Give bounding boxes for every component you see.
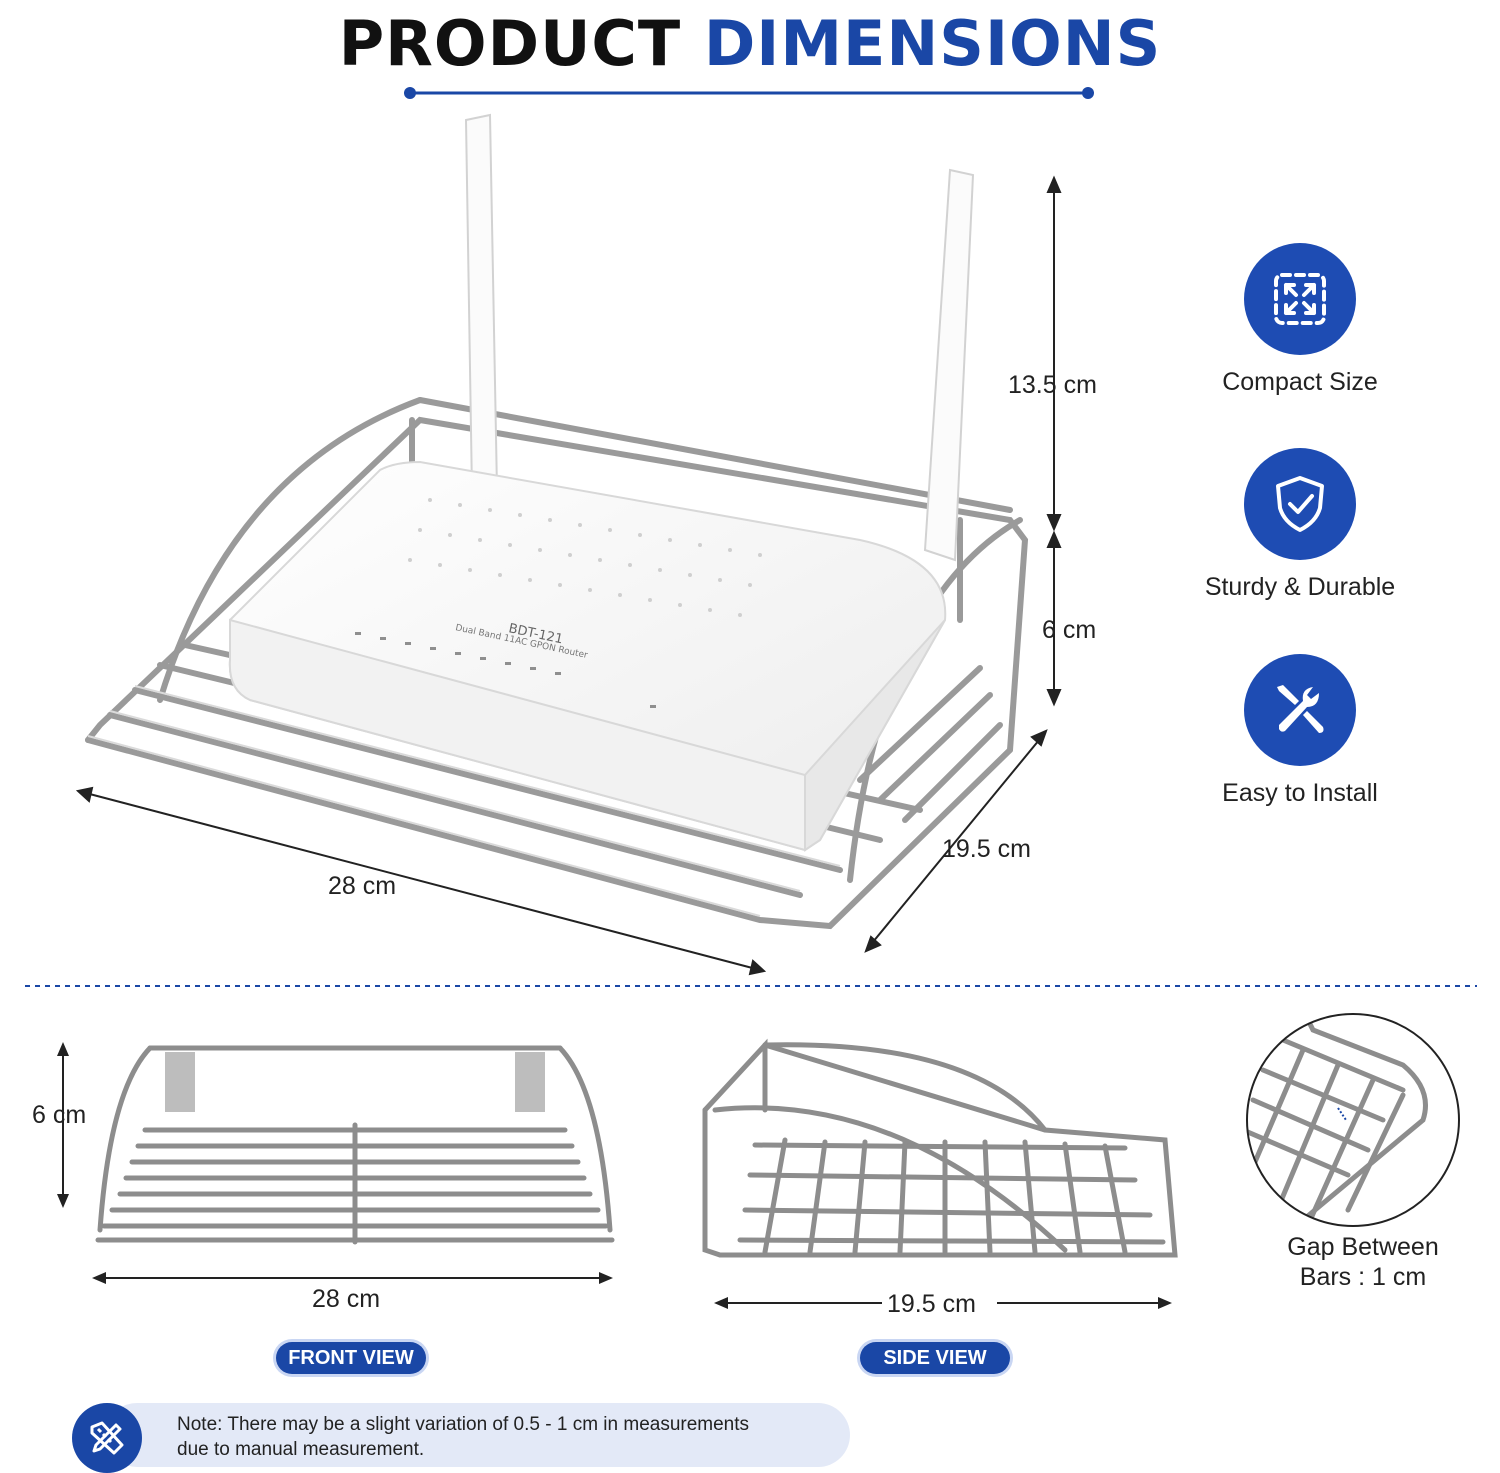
width-label: 28 cm bbox=[328, 872, 397, 900]
title-part-product: PRODUCT bbox=[338, 7, 682, 80]
front-height-arrow bbox=[57, 1042, 69, 1208]
note-line2: due to manual measurement. bbox=[177, 1439, 425, 1460]
front-width-label: 28 cm bbox=[312, 1285, 381, 1313]
side-view-image bbox=[702, 1038, 1178, 1258]
front-view-badge: FRONT VIEW bbox=[276, 1342, 426, 1374]
title-underline bbox=[404, 87, 1094, 99]
wrench-screwdriver-icon bbox=[1244, 654, 1356, 766]
title-part-dimensions: DIMENSIONS bbox=[703, 7, 1162, 80]
depth-label: 19.5 cm bbox=[942, 835, 1031, 863]
feature-label: Sturdy & Durable bbox=[1204, 573, 1396, 601]
gap-label: Gap Between Bars : 1 cm bbox=[1263, 1232, 1463, 1292]
height-stand-label: 6 cm bbox=[1042, 616, 1097, 644]
side-depth-label: 19.5 cm bbox=[887, 1290, 976, 1318]
note-banner bbox=[105, 1403, 850, 1467]
ruler-pencil-icon bbox=[72, 1403, 142, 1473]
page-title: PRODUCT DIMENSIONS bbox=[0, 8, 1500, 80]
front-width-arrow bbox=[92, 1272, 613, 1284]
front-view-image bbox=[95, 1045, 615, 1245]
side-view-badge: SIDE VIEW bbox=[860, 1342, 1010, 1374]
shield-check-icon bbox=[1244, 448, 1356, 560]
expand-arrows-icon bbox=[1244, 243, 1356, 355]
feature-sturdy-durable: Sturdy & Durable bbox=[1170, 448, 1430, 602]
gap-label-line2: Bars : 1 cm bbox=[1299, 1263, 1427, 1291]
height-antenna-label: 13.5 cm bbox=[1008, 371, 1097, 399]
feature-easy-install: Easy to Install bbox=[1170, 654, 1430, 808]
note-line1: Note: There may be a slight variation of… bbox=[177, 1414, 750, 1435]
front-height-label: 6 cm bbox=[32, 1101, 87, 1129]
feature-label: Compact Size bbox=[1222, 368, 1378, 396]
feature-compact-size: Compact Size bbox=[1170, 243, 1430, 397]
feature-label: Easy to Install bbox=[1222, 779, 1378, 807]
gap-label-line1: Gap Between bbox=[1287, 1233, 1439, 1261]
bar-gap-detail-image bbox=[1246, 1013, 1460, 1227]
section-divider bbox=[25, 985, 1477, 987]
side-depth-arrow bbox=[714, 1297, 1172, 1309]
note-text: Note: There may be a slight variation of… bbox=[177, 1412, 837, 1462]
router-on-shelf-image: BDT-121 Dual Band 11AC GPON Router bbox=[75, 113, 1062, 976]
